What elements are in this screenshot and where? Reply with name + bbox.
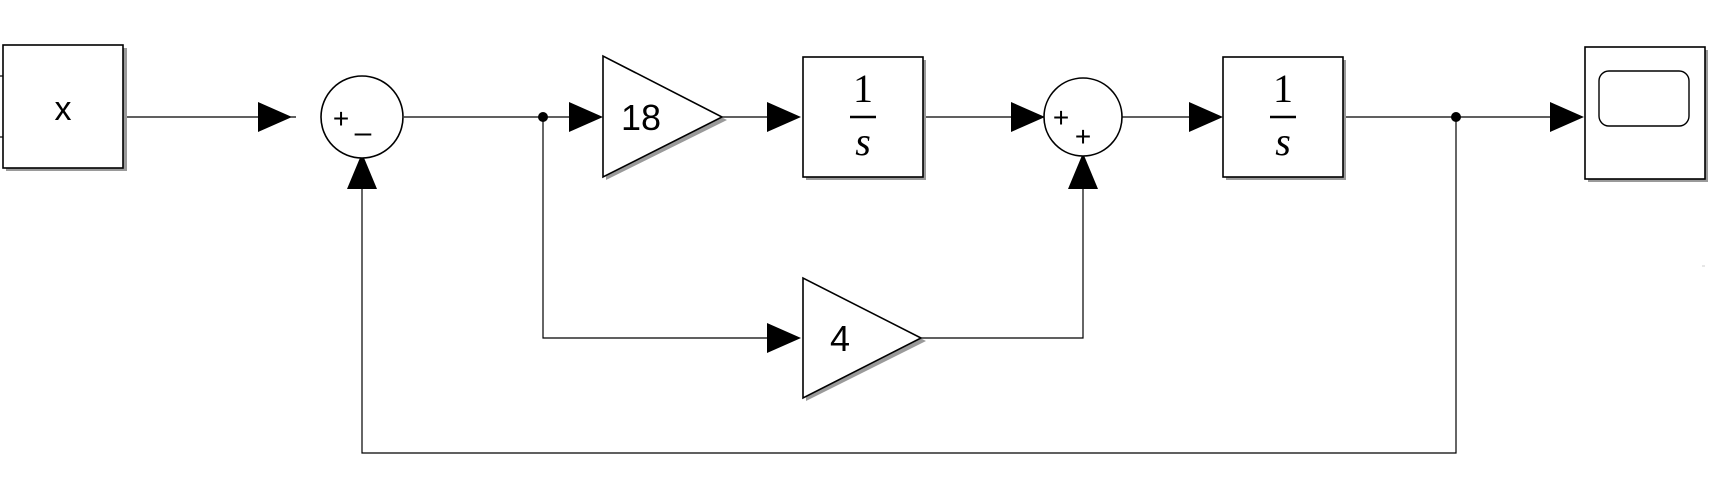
- arrow-into-gain4: [767, 323, 801, 353]
- branch-point-dot: [538, 112, 548, 122]
- arrow-into-scope: [1550, 102, 1584, 132]
- gain-18-triangle: [602, 54, 724, 179]
- arrowheads: [258, 102, 1584, 353]
- gain-block-4[interactable]: 4: [802, 276, 926, 401]
- source-label: x: [55, 90, 72, 128]
- line-gain4-to-sum2: [921, 188, 1084, 339]
- sum-block-1[interactable]: + –: [320, 75, 404, 159]
- arrow-up-into-sum2: [1068, 153, 1098, 189]
- integrator-2-numerator: 1: [1273, 66, 1293, 111]
- integrator-1-numerator: 1: [853, 66, 873, 111]
- integrator-1-denominator: s: [855, 119, 871, 164]
- gain-4-value: 4: [830, 318, 850, 359]
- integrator-block-2[interactable]: 1 s: [1222, 56, 1346, 180]
- arrow-into-sum1: [258, 102, 292, 132]
- arrow-into-gain18: [569, 102, 603, 132]
- arrow-into-sum2: [1011, 102, 1045, 132]
- output-branch-point-dot: [1451, 112, 1461, 122]
- sum-1-sign-minus: –: [355, 116, 372, 149]
- sum-block-2-circle: [1043, 77, 1123, 157]
- arrow-into-integrator1: [767, 102, 801, 132]
- arrow-up-into-sum1: [347, 153, 377, 189]
- gain-block-18[interactable]: 18: [602, 54, 727, 180]
- line-branch-to-gain4: [542, 117, 778, 339]
- line-feedback: [361, 117, 1457, 454]
- sum-block-1-circle: [320, 75, 404, 159]
- sum-1-sign-plus: +: [333, 103, 349, 134]
- signal-lines: [124, 116, 1556, 454]
- scope-block[interactable]: [1584, 46, 1708, 182]
- sum-block-2[interactable]: + +: [1043, 77, 1123, 157]
- source-block[interactable]: x: [0, 44, 127, 171]
- source-block-box: [2, 44, 124, 169]
- integrator-2-denominator: s: [1275, 119, 1291, 164]
- sum-2-sign-plus-left: +: [1053, 102, 1069, 133]
- scope-screen: [1598, 70, 1690, 127]
- arrow-into-integrator2: [1189, 102, 1223, 132]
- gain-4-triangle: [802, 276, 923, 400]
- sum-2-sign-plus-bottom: +: [1075, 121, 1091, 152]
- gain-18-value: 18: [621, 97, 661, 138]
- integrator-block-1[interactable]: 1 s: [802, 56, 926, 180]
